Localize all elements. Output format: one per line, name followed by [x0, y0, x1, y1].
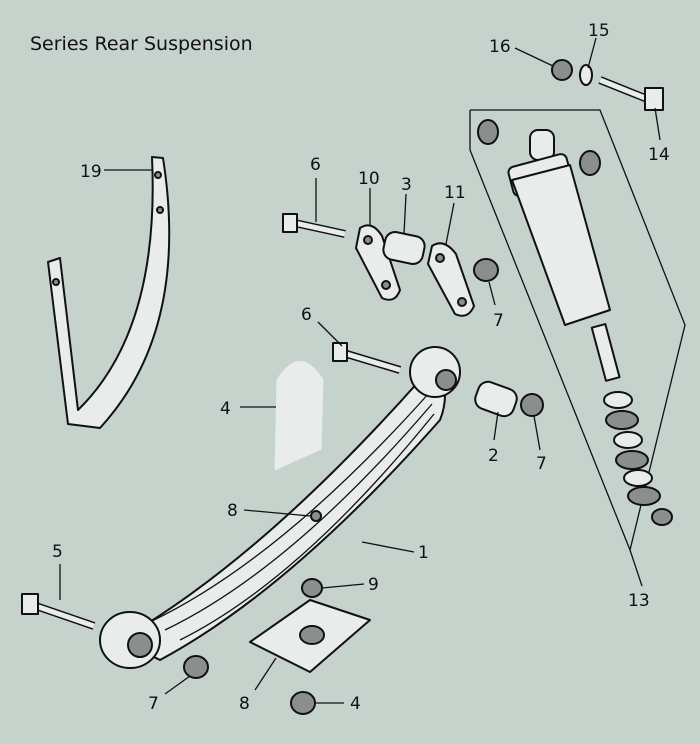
leaf-spring	[99, 346, 461, 669]
callout-8a: 8	[227, 501, 238, 521]
callout-7b: 7	[148, 694, 159, 714]
callout-10: 10	[358, 169, 380, 189]
callout-13: 13	[628, 591, 650, 611]
callout-4a: 4	[220, 399, 231, 419]
check-strap	[47, 156, 171, 429]
callout-14: 14	[648, 145, 670, 165]
callout-16: 16	[489, 37, 511, 57]
spring-bush	[474, 380, 544, 418]
leader-lines	[59, 37, 661, 704]
u-bolt	[274, 361, 324, 471]
callout-6a: 6	[310, 155, 321, 175]
callout-11: 11	[444, 183, 466, 203]
callout-3: 3	[401, 175, 412, 195]
callout-9: 8	[239, 694, 250, 714]
callout-6b: 6	[301, 305, 312, 325]
shock-top-bolt	[551, 59, 664, 111]
callout-8b: 9	[368, 575, 379, 595]
callout-19: 19	[80, 162, 102, 182]
spring-plate	[183, 578, 371, 715]
eye-bolt	[332, 342, 402, 374]
rear-eye-bolt	[21, 593, 96, 630]
callout-7a: 7	[493, 311, 504, 331]
callout-1: 1	[418, 543, 429, 563]
callout-5: 5	[52, 542, 63, 562]
shock-absorber	[469, 109, 686, 553]
callout-4b: 4	[350, 694, 361, 714]
diagram-title: Series Rear Suspension	[30, 33, 253, 55]
callout-2: 2	[488, 446, 499, 466]
shackle-assembly	[282, 213, 499, 317]
callout-15: 15	[588, 21, 610, 41]
callout-7c: 7	[536, 454, 547, 474]
